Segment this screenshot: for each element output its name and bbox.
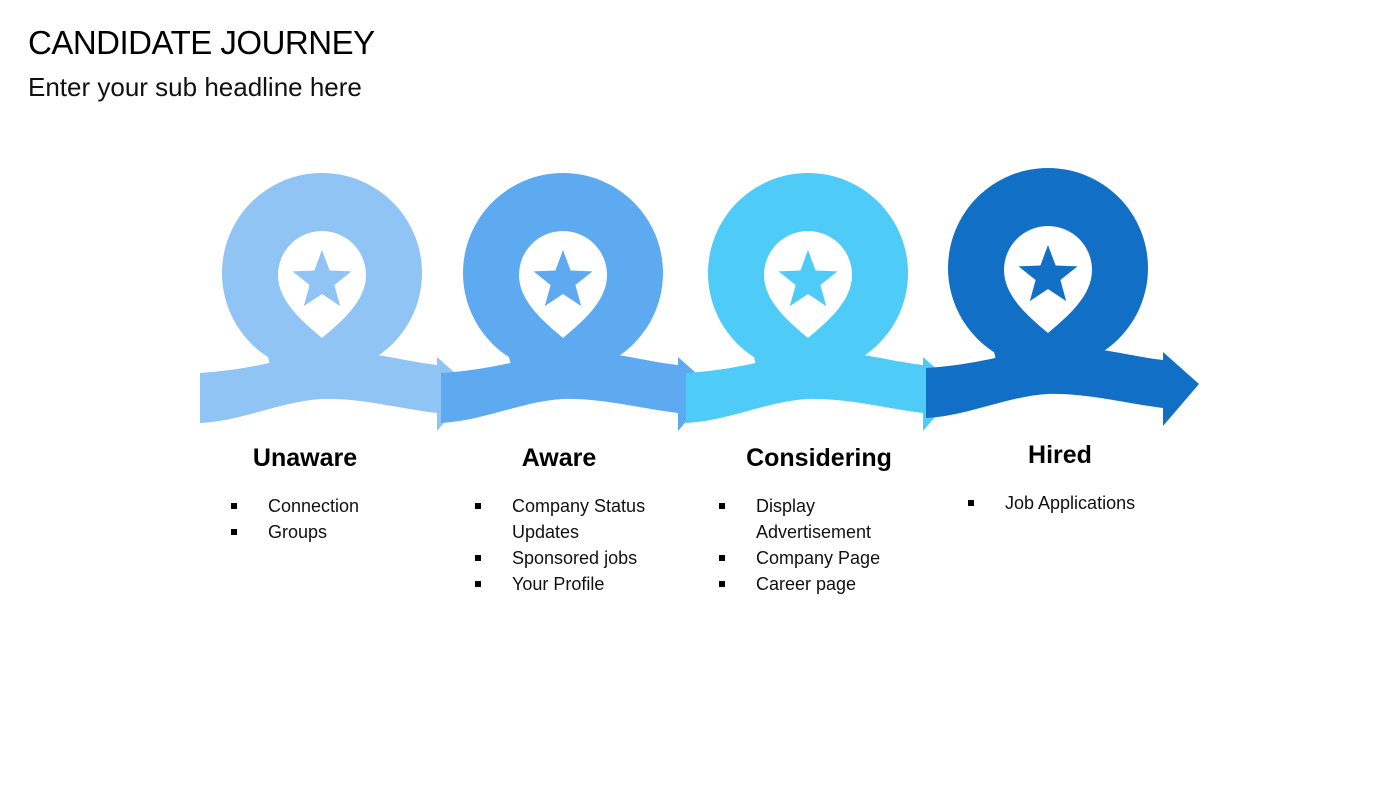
stage-unaware: Unaware Connection Groups <box>180 444 430 545</box>
list-item: Company Status Updates <box>472 493 672 545</box>
star-icon <box>778 250 838 307</box>
stage-item-list: Company Status Updates Sponsored jobs Yo… <box>472 493 672 597</box>
journey-step-considering <box>686 173 959 431</box>
stage-item-list: Job Applications <box>965 490 1185 516</box>
star-icon <box>1018 245 1078 302</box>
stage-hired: Hired Job Applications <box>935 441 1185 516</box>
star-icon <box>533 250 593 307</box>
stage-title: Unaware <box>252 444 358 472</box>
loop-neck <box>988 328 1108 373</box>
list-item: Connection <box>228 493 430 519</box>
list-item: Your Profile <box>472 571 672 597</box>
list-item: Company Page <box>716 545 896 571</box>
list-item: Display Advertisement <box>716 493 896 545</box>
stage-title: Considering <box>746 444 892 472</box>
list-item: Groups <box>228 519 430 545</box>
stage-title: Aware <box>521 444 597 472</box>
journey-step-unaware <box>200 173 473 431</box>
list-item: Career page <box>716 571 896 597</box>
loop-neck <box>748 333 868 378</box>
list-item: Job Applications <box>965 490 1185 516</box>
loop-neck <box>262 333 382 378</box>
page-title: CANDIDATE JOURNEY <box>28 24 375 61</box>
journey-step-hired <box>926 168 1199 426</box>
page-subtitle: Enter your sub headline here <box>28 72 362 102</box>
ribbon-band <box>441 350 678 423</box>
list-item: Sponsored jobs <box>472 545 672 571</box>
stage-considering: Considering Display Advertisement Compan… <box>694 444 944 597</box>
ribbon-band <box>926 345 1163 418</box>
stage-aware: Aware Company Status Updates Sponsored j… <box>434 444 684 597</box>
ribbon-band <box>686 350 923 423</box>
arrow-head-icon <box>1163 352 1199 426</box>
stage-item-list: Connection Groups <box>228 493 430 545</box>
star-icon <box>292 250 352 307</box>
stage-item-list: Display Advertisement Company Page Caree… <box>716 493 896 597</box>
journey-step-aware <box>441 173 714 431</box>
ribbon-band <box>200 350 437 423</box>
loop-neck <box>503 333 623 378</box>
stage-title: Hired <box>1028 441 1092 469</box>
